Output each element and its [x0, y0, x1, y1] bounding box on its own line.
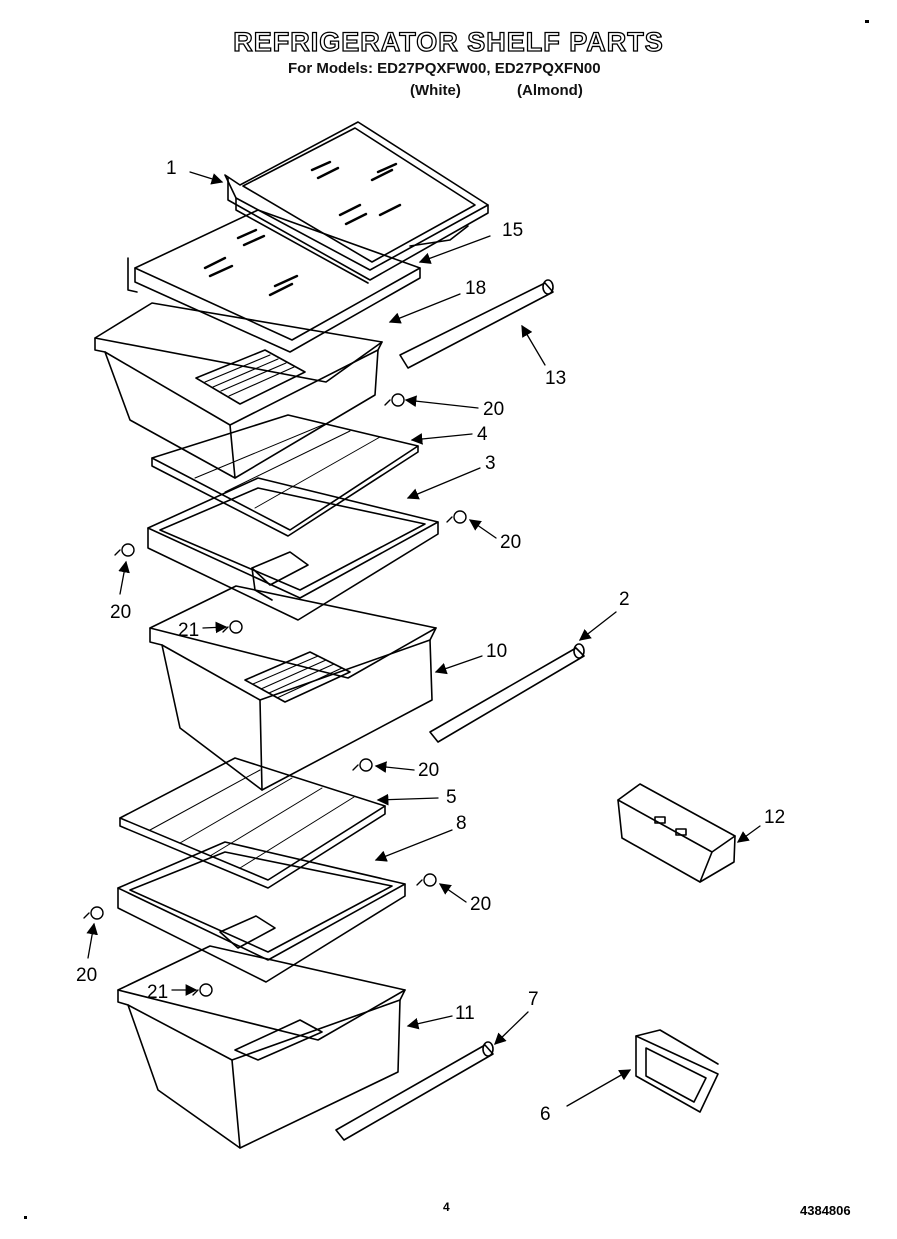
part-6-holder [635, 1029, 719, 1113]
callout-12: 12 [764, 807, 786, 828]
callout-11: 11 [455, 1003, 475, 1024]
part-4-glass [151, 414, 419, 537]
callout-2: 2 [619, 589, 630, 610]
callout-20-f: 20 [76, 965, 98, 986]
callout-13: 13 [545, 368, 567, 389]
part-11-crisper [117, 945, 406, 1149]
page-number: 4 [443, 1200, 450, 1214]
part-10-crisper [149, 585, 437, 791]
part-7-trim [335, 1041, 494, 1141]
page-title: REFRIGERATOR SHELF PARTS [233, 26, 664, 57]
callout-20-a: 20 [483, 399, 505, 420]
callout-20-e: 20 [470, 894, 492, 915]
leader-lines [86, 171, 761, 1107]
corner-mark-bottom [24, 1216, 27, 1219]
corner-mark-top [865, 20, 869, 23]
document-number: 4384806 [800, 1203, 851, 1218]
callout-1: 1 [166, 158, 177, 179]
part-13-trim [399, 279, 554, 369]
part-15-shelf [127, 209, 421, 353]
callout-15: 15 [502, 220, 524, 241]
callout-4: 4 [477, 424, 488, 445]
callout-10: 10 [486, 641, 508, 662]
part-1-upper-shelf [224, 121, 489, 284]
callout-20-d: 20 [418, 760, 440, 781]
model-numbers: For Models: ED27PQXFW00, ED27PQXFN00 [288, 60, 601, 77]
callout-6: 6 [540, 1104, 551, 1125]
callout-20-c: 20 [110, 602, 132, 623]
part-12-bin [617, 783, 736, 883]
callout-5: 5 [446, 787, 457, 808]
callout-8: 8 [456, 813, 467, 834]
callout-3: 3 [485, 453, 496, 474]
callout-7: 7 [528, 989, 539, 1010]
variant-white-label: (White) [410, 82, 461, 99]
part-5-glass [119, 757, 386, 889]
callout-18: 18 [465, 278, 487, 299]
part-2-trim [429, 643, 585, 743]
part-8-frame [117, 841, 406, 983]
variant-almond-label: (Almond) [517, 82, 583, 99]
callout-21-b: 21 [147, 982, 169, 1003]
callout-20-b: 20 [500, 532, 522, 553]
part-3-frame [147, 477, 439, 621]
callout-21-a: 21 [178, 620, 200, 641]
